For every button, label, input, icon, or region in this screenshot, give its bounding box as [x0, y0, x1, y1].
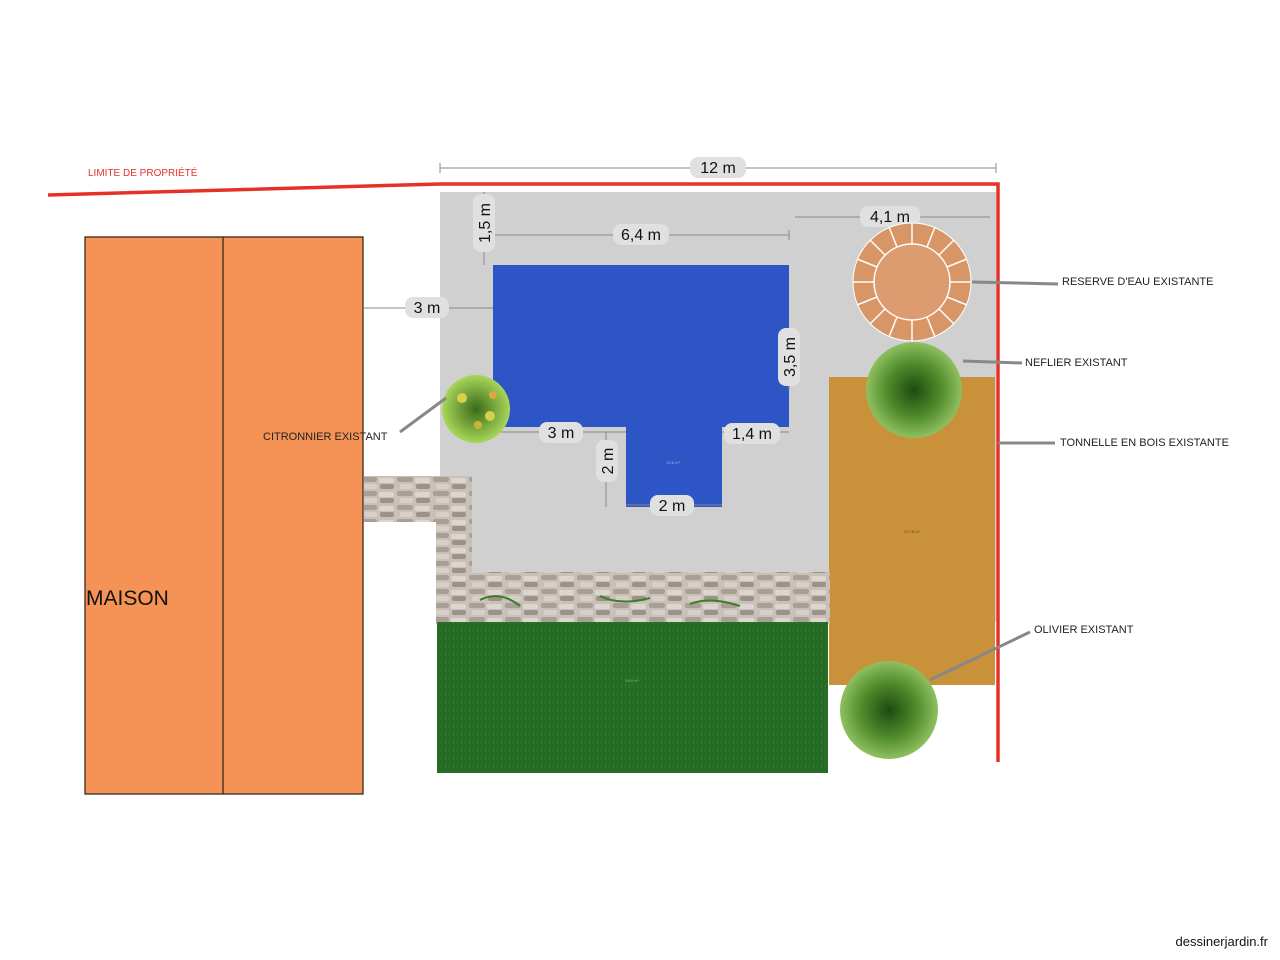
svg-text:4,1 m: 4,1 m — [870, 209, 910, 226]
house-label: MAISON — [86, 587, 169, 610]
svg-text:2 m: 2 m — [600, 448, 617, 475]
dim-house-to-pool: 3 m — [405, 297, 449, 318]
svg-text:2 m: 2 m — [659, 498, 686, 515]
svg-text:1,4 m: 1,4 m — [732, 426, 772, 443]
property-limit-line — [47, 182, 1000, 762]
property-limit-label: LIMITE DE PROPRIÉTÉ — [88, 166, 198, 179]
lawn: 59,8 m² — [437, 622, 828, 773]
svg-text:6,4 m: 6,4 m — [621, 227, 661, 244]
dim-reserve-width: 4,1 m — [860, 206, 920, 227]
medlar-tree-label: NEFLIER EXISTANT — [1025, 357, 1128, 369]
medlar-tree-icon — [866, 342, 962, 438]
dim-pool-ext-depth: 2 m — [596, 440, 618, 482]
svg-text:59,8 m²: 59,8 m² — [625, 678, 639, 683]
svg-text:25,8 m²: 25,8 m² — [666, 460, 680, 465]
dim-pool-step-left: 3 m — [539, 422, 583, 443]
stone-path — [364, 476, 830, 624]
svg-text:12 m: 12 m — [700, 160, 736, 177]
dim-pool-step-right: 1,4 m — [724, 423, 780, 444]
water-tank-icon — [852, 222, 972, 342]
dim-pool-top-offset: 1,5 m — [473, 194, 495, 252]
credit-label: dessinerjardin.fr — [1176, 934, 1269, 949]
svg-text:1,5 m: 1,5 m — [477, 203, 494, 243]
lemon-tree-icon — [442, 375, 510, 443]
leader-lines — [399, 280, 1059, 682]
svg-text:3 m: 3 m — [414, 300, 441, 317]
house: MAISON — [84, 236, 364, 795]
pool: 25,8 m² — [493, 265, 789, 507]
wooden-pergola-label: TONNELLE EN BOIS EXISTANTE — [1060, 437, 1229, 449]
water-reserve-label: RESERVE D'EAU EXISTANTE — [1062, 276, 1213, 288]
lemon-tree-label: CITRONNIER EXISTANT — [263, 431, 388, 443]
dim-total-width: 12 m — [690, 157, 746, 178]
dim-pool-length: 6,4 m — [613, 224, 669, 245]
dim-pool-width: 3,5 m — [778, 328, 800, 386]
svg-text:3,5 m: 3,5 m — [782, 337, 799, 377]
olive-tree-label: OLIVIER EXISTANT — [1034, 624, 1134, 636]
olive-tree-icon — [840, 661, 938, 759]
svg-text:21,78 m²: 21,78 m² — [904, 529, 920, 534]
svg-text:3 m: 3 m — [548, 425, 575, 442]
dim-pool-ext-width: 2 m — [650, 495, 694, 516]
